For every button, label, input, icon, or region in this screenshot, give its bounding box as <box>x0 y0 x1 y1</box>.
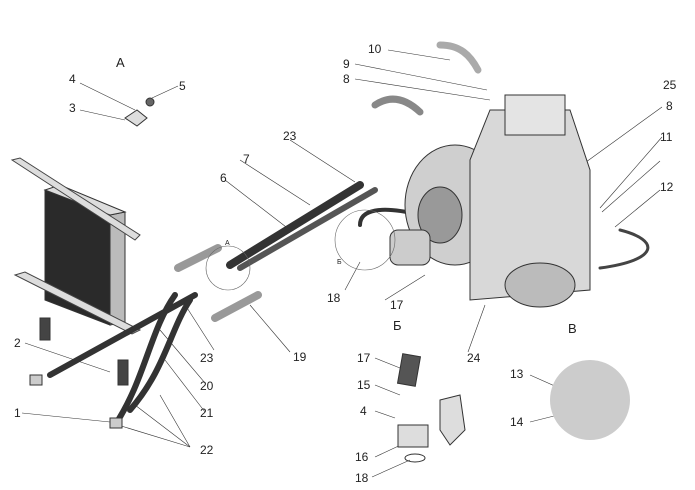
callout-3: 3 <box>69 101 76 115</box>
view-label-a: А <box>116 55 125 70</box>
callout-13: 13 <box>510 367 524 381</box>
leader-lines <box>21 49 663 478</box>
callout-15: 15 <box>357 378 371 392</box>
callout-10: 10 <box>368 42 382 56</box>
radiator <box>10 157 142 335</box>
callout-22: 22 <box>200 443 214 457</box>
callout-16: 16 <box>355 450 369 464</box>
callout-6: 6 <box>220 171 227 185</box>
callout-17: 17 <box>357 351 371 365</box>
view-label-b: Б <box>393 318 402 333</box>
callout-11: 11 <box>660 130 673 144</box>
callout-23: 23 <box>200 351 214 365</box>
transmission <box>389 94 591 308</box>
callout-5: 5 <box>179 79 186 93</box>
hoses <box>47 41 650 428</box>
callout-24: 24 <box>467 351 481 365</box>
callout-18: 18 <box>355 471 369 485</box>
view-label-b-small: Б <box>337 259 342 266</box>
callout-9: 9 <box>343 57 350 71</box>
callout-8: 8 <box>343 72 350 86</box>
callout-23: 23 <box>283 129 297 143</box>
callout-4: 4 <box>360 404 367 418</box>
callout-18: 18 <box>327 291 341 305</box>
callout-20: 20 <box>200 379 214 393</box>
callout-7: 7 <box>243 152 250 166</box>
view-label-v: В <box>568 321 577 336</box>
detail-circle-a <box>205 245 251 291</box>
callout-17: 17 <box>390 298 404 312</box>
callout-14: 14 <box>510 415 524 429</box>
callout-2: 2 <box>14 336 21 350</box>
callout-21: 21 <box>200 406 214 420</box>
callout-19: 19 <box>293 350 307 364</box>
callout-1: 1 <box>14 406 21 420</box>
callout-8: 8 <box>666 99 673 113</box>
callout-4: 4 <box>69 72 76 86</box>
detail-circle-b <box>334 209 396 271</box>
callout-25: 25 <box>663 78 677 92</box>
callout-12: 12 <box>660 180 674 194</box>
detail-parts <box>29 97 630 463</box>
view-label-a-small: А <box>225 240 230 247</box>
